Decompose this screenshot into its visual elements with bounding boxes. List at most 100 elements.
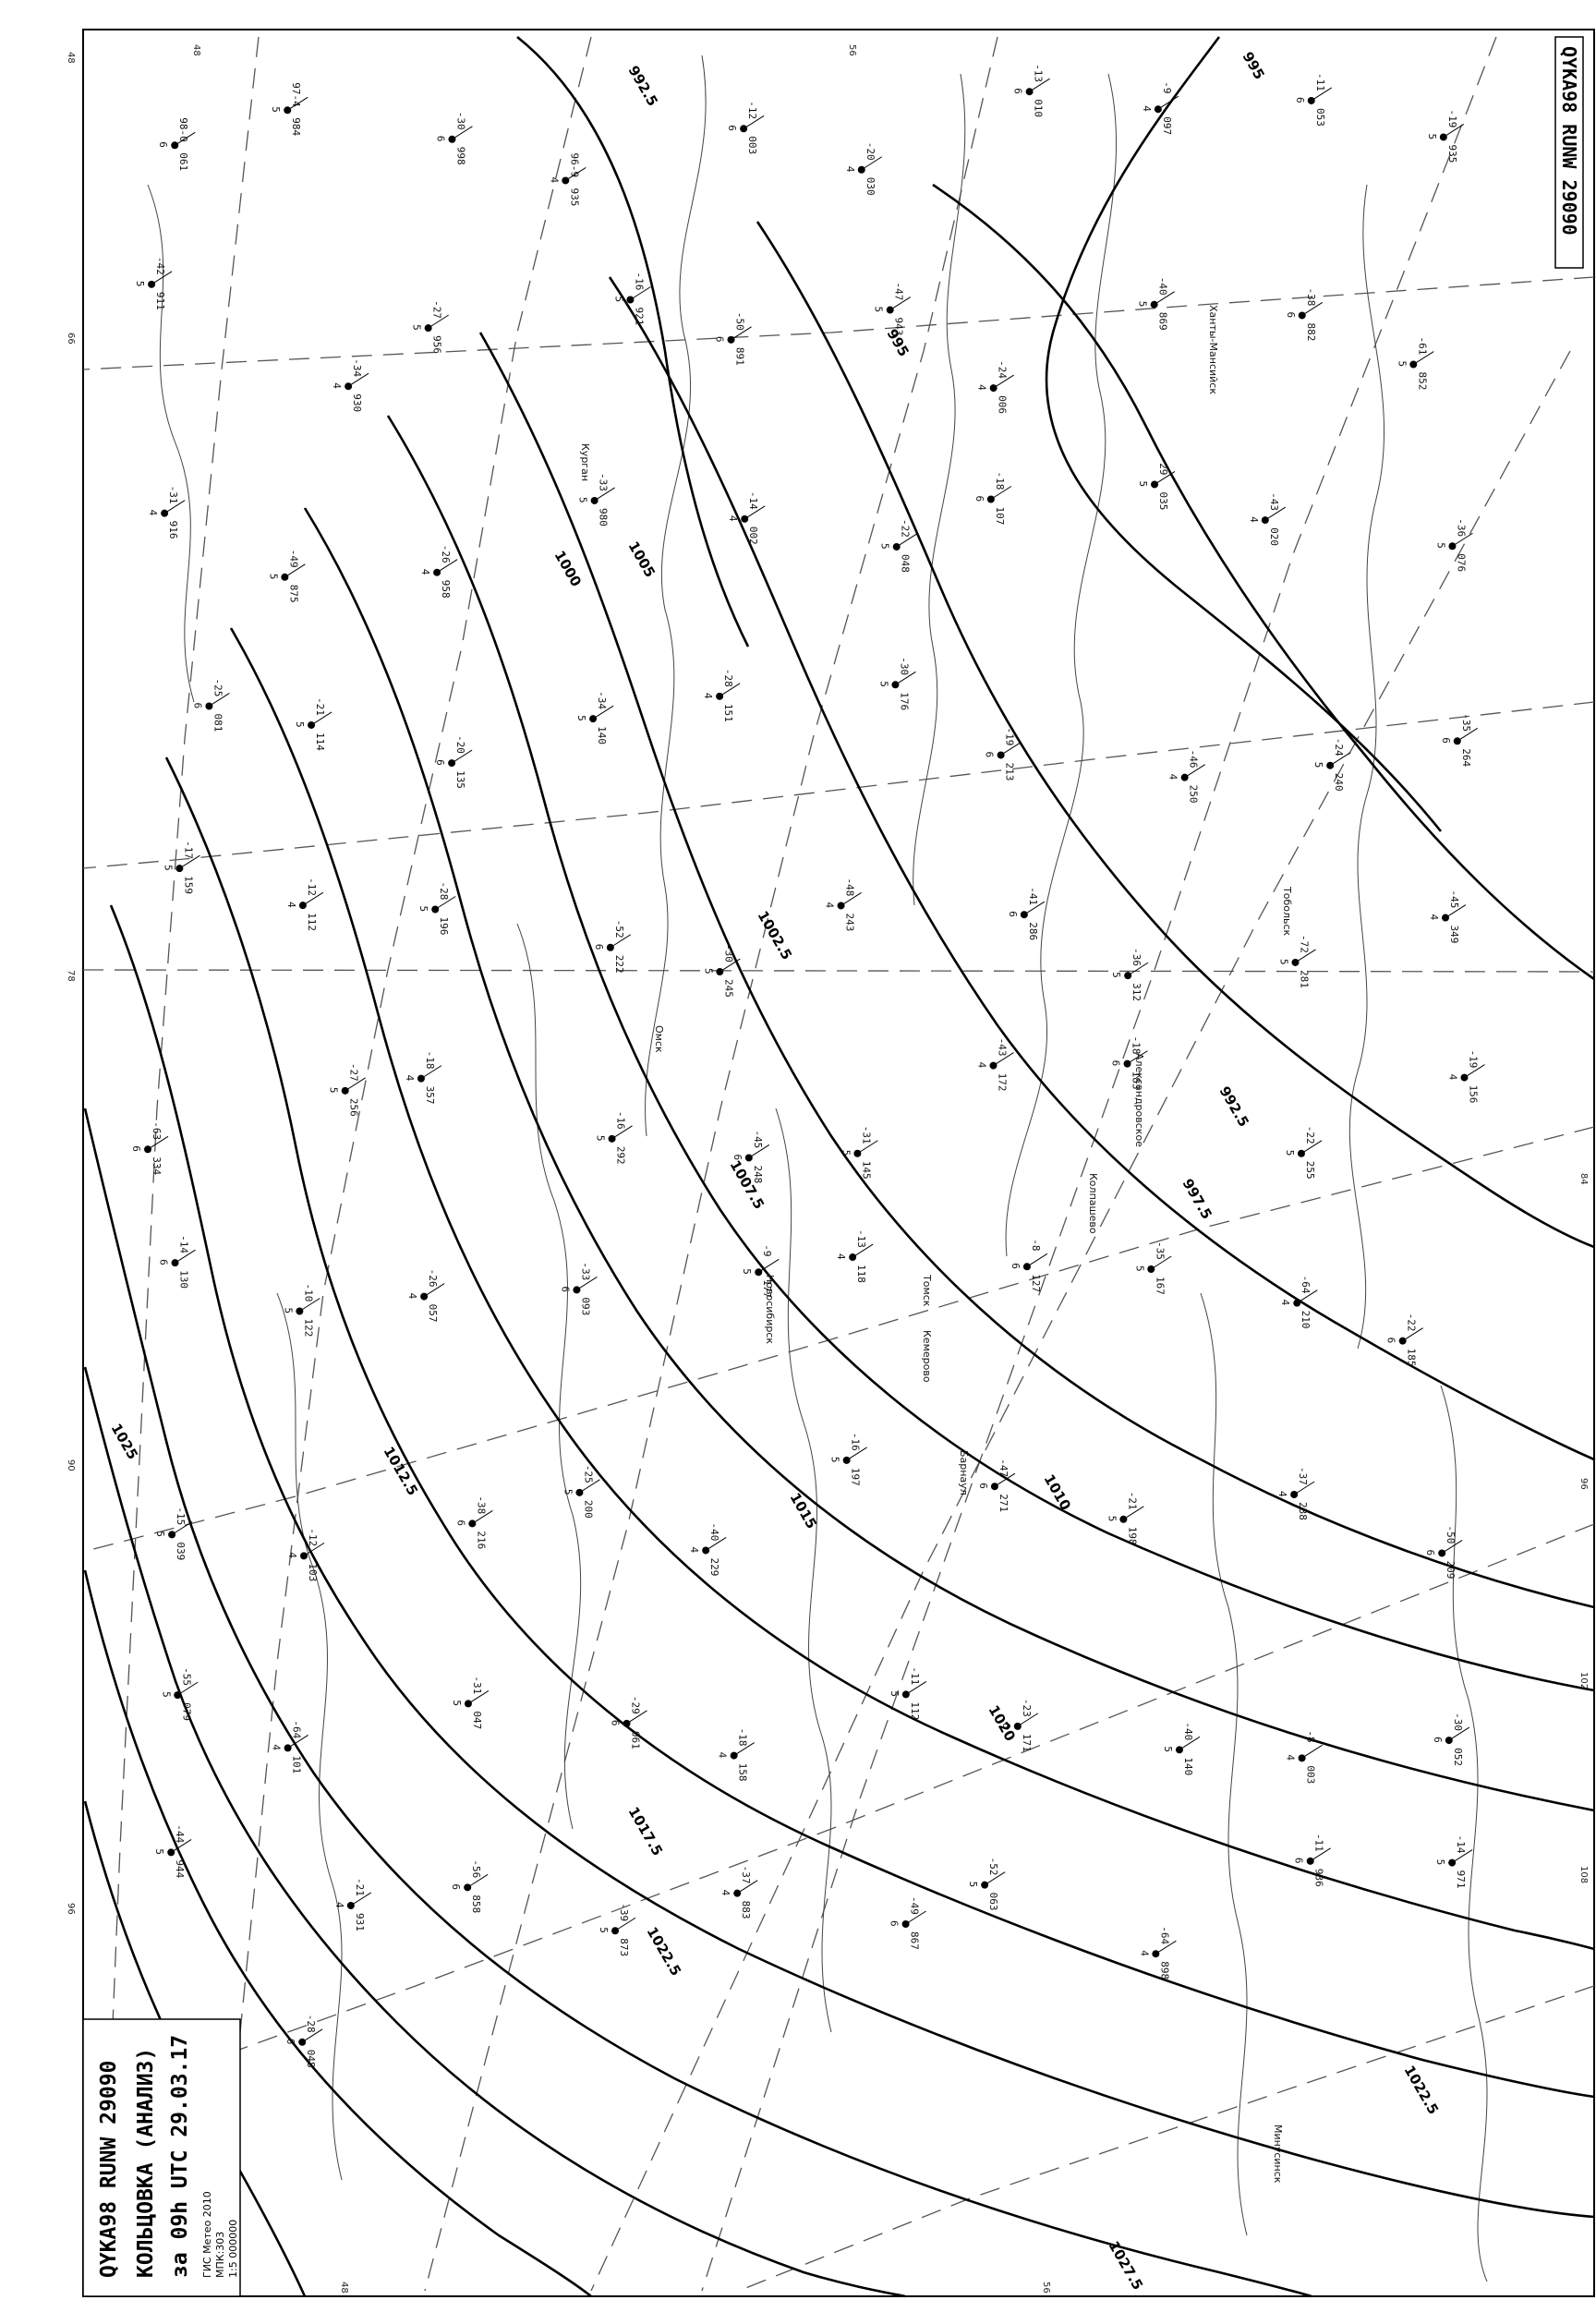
station-temp: -63 <box>151 1121 163 1140</box>
station-temp: -34 <box>351 358 363 377</box>
station-pressure: 158 <box>737 1763 749 1782</box>
station-pressure: 052 <box>1452 1748 1464 1766</box>
station-temp: -19 <box>1467 1050 1479 1069</box>
station-plot: 958-264 <box>419 545 458 599</box>
station-pressure: 250 <box>1188 785 1200 804</box>
wind-barb <box>286 96 308 111</box>
station-plot: 047-315 <box>451 1676 490 1729</box>
isobar-1002-5 <box>478 332 1595 1609</box>
wind-barb <box>299 1298 320 1312</box>
wind-barb <box>1441 1540 1463 1554</box>
station-temp: -61 <box>1416 337 1428 356</box>
station-wind: 4 <box>271 1744 283 1750</box>
wind-barb <box>1026 1253 1048 1267</box>
station-wind: 6 <box>610 1720 622 1726</box>
station-plot: 222-526 <box>593 920 632 974</box>
wind-barb <box>1151 1255 1172 1270</box>
station-wind: 5 <box>1434 1859 1446 1866</box>
isobar-label: 1015 <box>787 1490 820 1531</box>
station-wind: 5 <box>1110 972 1122 978</box>
station-plot: 229-404 <box>688 1522 727 1576</box>
station-temp: -21 <box>1126 1492 1138 1510</box>
station-plot: 114-215 <box>294 697 332 751</box>
station-plot: 883-374 <box>719 1866 758 1919</box>
station-wind: 6 <box>130 1145 142 1152</box>
station-wind: 4 <box>285 902 297 908</box>
station-plot: 112-124 <box>285 878 324 931</box>
wind-barb <box>896 533 917 548</box>
station-plot: 873-395 <box>598 1903 636 1956</box>
station-pressure: 248 <box>752 1165 764 1183</box>
wind-barb <box>1179 1736 1201 1750</box>
station-pressure: 127 <box>1030 1274 1042 1292</box>
station-temp: -28 <box>722 669 734 687</box>
wind-barb <box>611 1125 633 1140</box>
station-wind: 5 <box>1312 762 1324 769</box>
station-wind: 5 <box>411 324 423 331</box>
wind-barb <box>302 891 324 906</box>
station-plot: 213-196 <box>984 727 1022 781</box>
station-pressure: 238 <box>1297 1502 1309 1520</box>
station-temp: -28 <box>305 2015 317 2033</box>
station-temp: -56 <box>470 1859 482 1878</box>
station-temp: -43 <box>1268 492 1280 511</box>
wind-barb <box>744 505 766 520</box>
station-wind: 6 <box>1432 1737 1444 1743</box>
station-plot: 198-215 <box>1106 1492 1144 1545</box>
station-plot: 158-184 <box>717 1728 755 1782</box>
station-temp: -14 <box>178 1235 190 1253</box>
wind-barb <box>452 126 473 140</box>
station-plot: 956-275 <box>411 300 449 354</box>
station-pressure: 048 <box>900 554 912 573</box>
station-plot: 264-356 <box>1440 713 1479 768</box>
wind-barb <box>993 374 1014 389</box>
station-pressure: 140 <box>1182 1757 1194 1775</box>
station-pressure: 852 <box>1416 372 1428 391</box>
city-label: Томск <box>921 1274 933 1307</box>
station-wind: 4 <box>548 176 560 183</box>
isobar-label: 1027.5 <box>1106 2238 1147 2293</box>
wind-barb <box>287 1735 308 1749</box>
station-temp: -27 <box>348 1063 360 1082</box>
wind-barb <box>284 563 306 578</box>
station-plot: 971-145 <box>1434 1835 1473 1888</box>
station-wind: 4 <box>688 1546 700 1553</box>
wind-barb <box>451 749 473 764</box>
station-temp: -22 <box>900 519 912 538</box>
station-wind: 4 <box>1248 516 1260 523</box>
station-wind: 5 <box>328 1087 340 1094</box>
wind-barb <box>1123 1506 1144 1520</box>
wind-barb <box>610 934 632 949</box>
station-pressure: 255 <box>1304 1161 1316 1180</box>
station-plot: 048-286 <box>284 2015 323 2068</box>
station-wind: 5 <box>417 905 429 912</box>
station-wind: 5 <box>1434 542 1446 549</box>
station-temp: -18 <box>994 472 1006 490</box>
station-pressure: 222 <box>613 955 625 974</box>
station-temp: -16 <box>633 272 645 291</box>
city-label: Омск <box>653 1025 665 1053</box>
wind-barb <box>1155 1940 1177 1955</box>
station-plot: 255-225 <box>1284 1126 1323 1180</box>
station-pressure: 039 <box>175 1542 187 1560</box>
station-wind: 5 <box>267 574 279 580</box>
wind-barb <box>984 1871 1006 1886</box>
city-label: Барнаул <box>958 1450 970 1495</box>
station-plot: 035-295 <box>1137 456 1176 510</box>
station-pressure: 003 <box>1305 1765 1317 1784</box>
station-temp: -36 <box>1130 948 1143 966</box>
station-pressure: 921 <box>633 308 645 326</box>
wind-barb <box>576 1277 598 1290</box>
wind-barb <box>1154 291 1175 306</box>
station-wind: 5 <box>162 865 174 871</box>
isobar-1000 <box>608 276 1595 1461</box>
station-plot: 107-186 <box>973 472 1012 525</box>
station-temp: -30 <box>898 657 910 675</box>
station-wind: 4 <box>404 1075 416 1082</box>
station-wind: 5 <box>840 1150 852 1156</box>
wind-barb <box>1457 727 1479 742</box>
station-plot: 867-496 <box>889 1896 926 1950</box>
station-temp: -14 <box>747 491 759 510</box>
station-temp: -24 <box>1333 738 1345 757</box>
